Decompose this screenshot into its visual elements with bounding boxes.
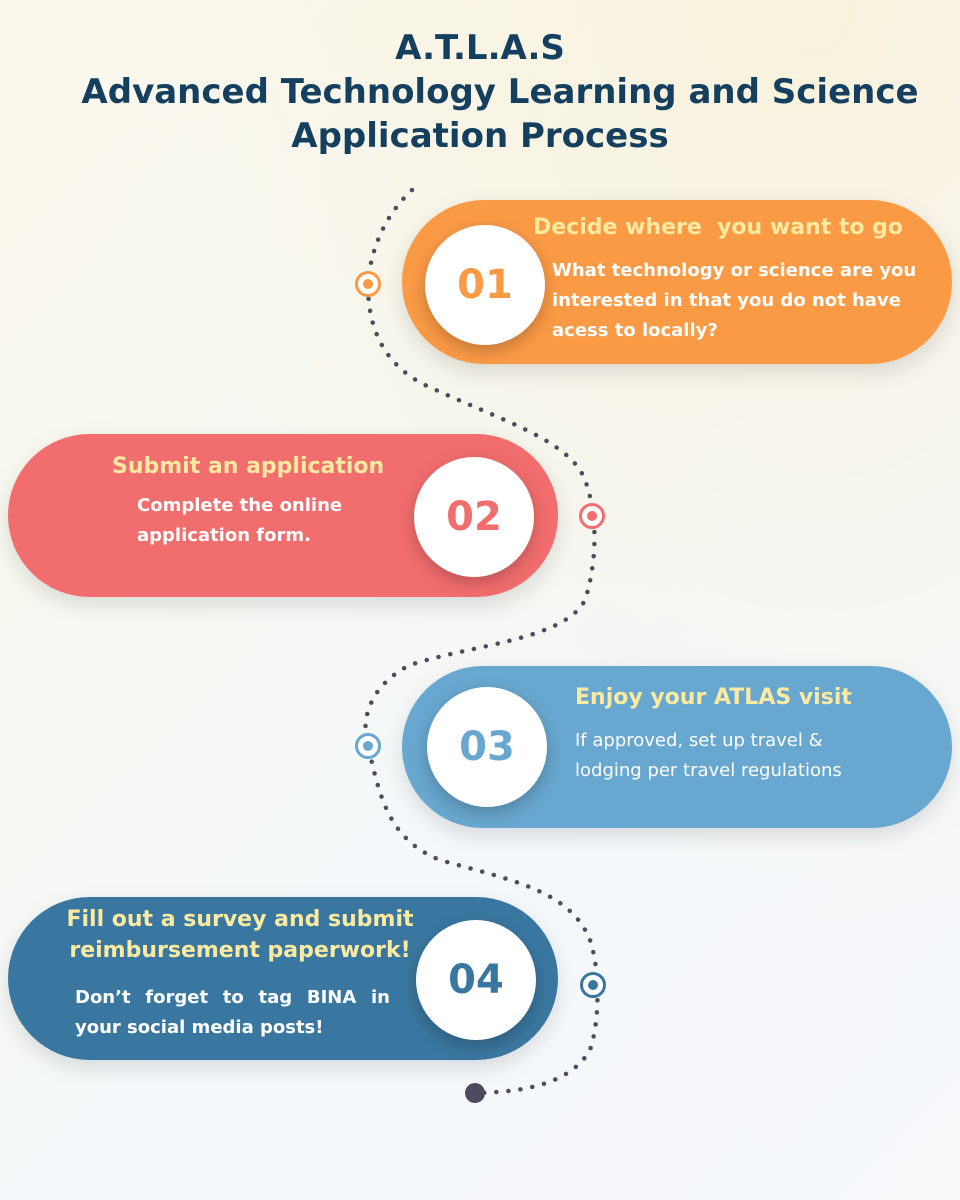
step-2-marker bbox=[579, 503, 605, 529]
step-3-description: If approved, set up travel & lodging per… bbox=[575, 730, 842, 781]
step-4-title: Fill out a survey and submit reimburseme… bbox=[60, 906, 420, 965]
step-4-description: Don’t forget to tag BINA in your social … bbox=[75, 987, 390, 1038]
step-4-title-line-1: Fill out a survey and submit bbox=[66, 907, 414, 932]
path-end-dot bbox=[465, 1083, 485, 1103]
step-1-description: What technology or science are you inter… bbox=[552, 260, 917, 341]
page-title: A.T.L.A.S Advanced Technology Learning a… bbox=[0, 26, 960, 158]
step-3-number-circle: 03 bbox=[427, 687, 547, 807]
title-line-2: Advanced Technology Learning and Science bbox=[81, 72, 919, 112]
step-2-title: Submit an application bbox=[112, 454, 385, 479]
step-1-number-circle: 01 bbox=[425, 225, 545, 345]
title-line-1: A.T.L.A.S bbox=[395, 28, 565, 68]
step-3-title: Enjoy your ATLAS visit bbox=[575, 685, 852, 710]
title-line-3: Application Process bbox=[291, 116, 669, 156]
step-4-marker bbox=[580, 972, 606, 998]
step-1-title: Decide where you want to go bbox=[533, 215, 904, 240]
step-2-number-circle: 02 bbox=[414, 457, 534, 577]
step-2-number: 02 bbox=[446, 494, 502, 540]
step-3-marker bbox=[355, 733, 381, 759]
step-1-number: 01 bbox=[457, 262, 513, 308]
step-4-number: 04 bbox=[448, 957, 504, 1003]
step-3-number: 03 bbox=[459, 724, 515, 770]
step-4-title-line-2: reimbursement paperwork! bbox=[69, 938, 411, 963]
step-4-number-circle: 04 bbox=[416, 920, 536, 1040]
step-1-marker bbox=[355, 271, 381, 297]
step-2-description: Complete the online application form. bbox=[137, 495, 343, 546]
